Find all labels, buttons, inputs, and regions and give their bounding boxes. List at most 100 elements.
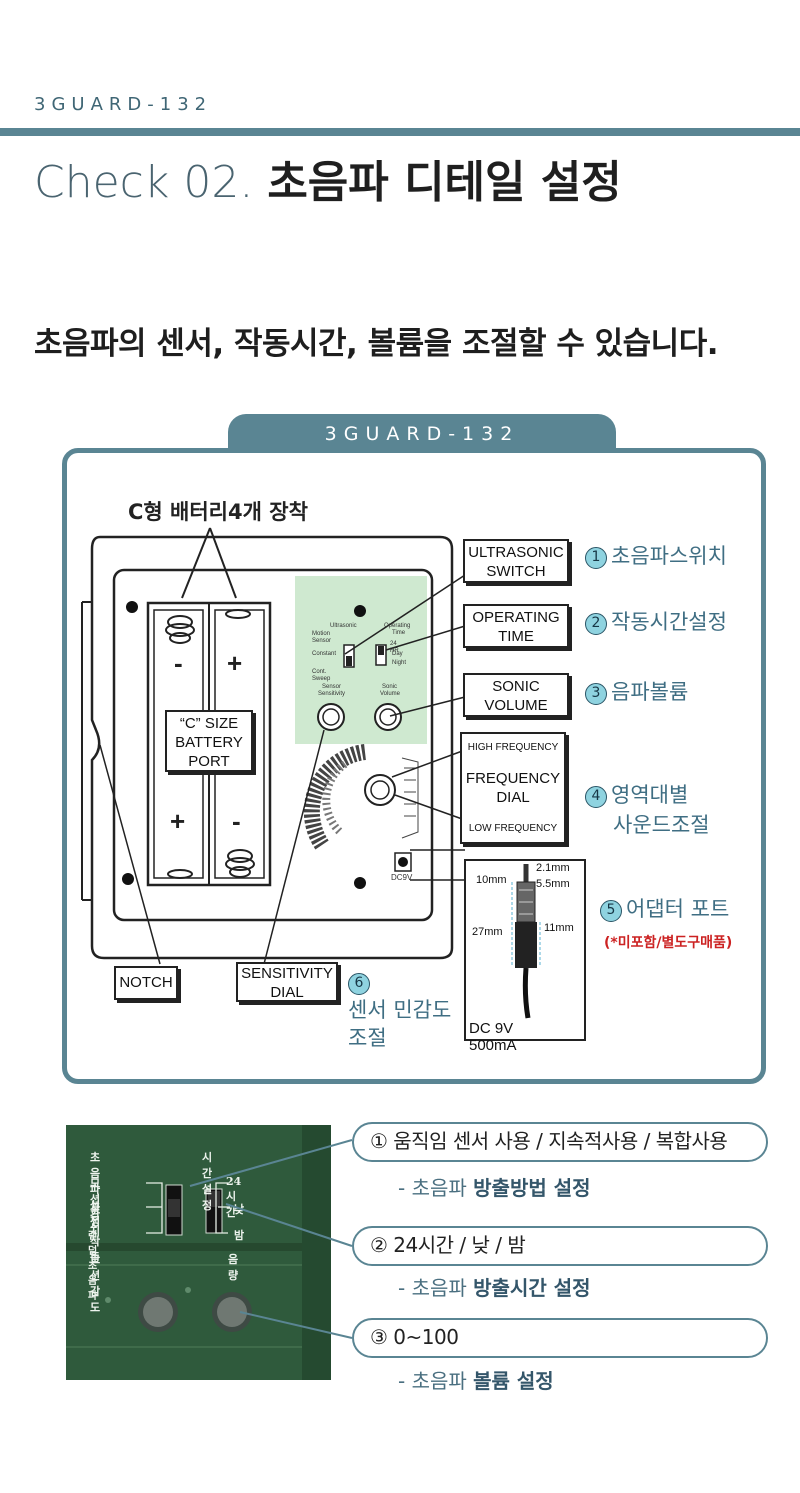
high-frequency-label: HIGH FREQUENCY: [467, 742, 559, 753]
callout-5-text: 어댑터 포트: [626, 897, 730, 921]
photo-motion-detect: 모션감지: [90, 1177, 101, 1238]
setting-sub-volume: - 초음파 볼륨 설정: [398, 1365, 554, 1394]
photo-day: 낮: [234, 1203, 245, 1216]
photo-time-setting: 시간설정: [202, 1151, 213, 1212]
setting-sub-time-prefix: - 초음파: [398, 1276, 474, 1300]
label-operating: Operating: [384, 623, 411, 629]
notch-label: NOTCH: [119, 974, 173, 991]
photo-random-ultrasonic: 랜덤 초음파: [88, 1231, 98, 1302]
label-sensor: Sensor: [312, 638, 332, 644]
battery-port-line1: “C” SIZE: [179, 715, 239, 732]
dim-2-1mm: 2.1mm: [536, 862, 570, 874]
label-dc9v: DC9V: [391, 873, 413, 882]
switch-panel-graphics: [66, 1125, 331, 1380]
switch-panel-photo: 초음파 설정 시간설정 모션감지 24시간 상시작동 낮 랜덤 초음파 밤 모션…: [66, 1125, 331, 1380]
battery-label: C형 배터리4개 장착: [128, 500, 308, 524]
header-divider: [0, 128, 800, 136]
adapter-spec: DC 9V 500mA: [469, 1020, 517, 1054]
dim-5-5mm: 5.5mm: [536, 878, 570, 890]
label-sonic: Sonic: [382, 684, 398, 690]
callout-3-text: 음파볼륨: [611, 680, 689, 704]
callout-6-line2: 조절: [348, 1026, 387, 1050]
frequency-dial-line1: FREQUENCY: [465, 770, 561, 787]
label-sensor-sens-2: Sensitivity: [318, 691, 346, 697]
title-main: 초음파 디테일 설정: [267, 157, 622, 208]
setting-sub-time: - 초음파 방출시간 설정: [398, 1272, 591, 1301]
setting-sub-volume-prefix: - 초음파: [398, 1369, 474, 1393]
dim-27mm: 27mm: [472, 926, 503, 938]
panel-tab: 3GUARD-132: [228, 414, 616, 454]
callout-3-badge: 3: [585, 683, 607, 705]
minus-sign-top: -: [174, 648, 183, 678]
label-volume: Volume: [380, 691, 401, 697]
photo-motion-sensitivity: 모션 감도: [90, 1253, 101, 1314]
photo-ultrasonic-setting: 초음파 설정: [90, 1151, 101, 1228]
page-subtitle: 초음파의 센서, 작동시간, 볼륨을 조절할 수 있습니다.: [34, 326, 719, 362]
callout-2-text: 작동시간설정: [611, 610, 727, 634]
callout-4-line2: 사운드조절: [613, 813, 710, 837]
callout-4-badge: 4: [585, 786, 607, 808]
plus-sign-bottom: +: [170, 806, 186, 836]
label-constant: Constant: [312, 651, 337, 657]
callout-6-badge: 6: [348, 973, 370, 995]
sonic-volume-box: SONIC VOLUME: [463, 673, 569, 717]
setting-pill-volume: ③ 0~100: [352, 1318, 768, 1358]
frequency-dial-box: HIGH FREQUENCY FREQUENCY DIAL LOW FREQUE…: [460, 732, 566, 844]
battery-port-line3: PORT: [188, 753, 230, 770]
dim-10mm: 10mm: [476, 874, 507, 886]
callout-4-line1: 영역대별: [611, 783, 689, 807]
sensitivity-dial-line1: SENSITIVITY: [241, 965, 333, 982]
sonic-volume-line1: SONIC: [492, 678, 540, 695]
dim-11mm: 11mm: [544, 922, 574, 934]
battery-port-line2: BATTERY: [175, 734, 243, 751]
title-check: Check 02.: [34, 157, 254, 208]
setting-sub-volume-bold: 볼륨 설정: [473, 1369, 554, 1393]
setting-sub-time-bold: 방출시간 설정: [473, 1276, 591, 1300]
operating-time-line2: TIME: [498, 628, 534, 645]
photo-volume: 음량: [228, 1253, 239, 1282]
photo-night: 밤: [234, 1229, 245, 1242]
sensitivity-dial-line2: DIAL: [270, 984, 304, 1001]
operating-time-line1: OPERATING: [472, 609, 560, 626]
callout-1-badge: 1: [585, 547, 607, 569]
ultrasonic-switch-line2: SWITCH: [486, 563, 546, 580]
setting-pill-mode: ① 움직임 센서 사용 / 지속적사용 / 복합사용: [352, 1122, 768, 1162]
notch-box: NOTCH: [114, 966, 178, 1000]
photo-24hr: 24시간: [226, 1175, 242, 1219]
adapter-note: (*미포함/별도구매품): [604, 935, 733, 951]
sensitivity-dial-box: SENSITIVITY DIAL: [236, 962, 338, 1002]
brand-label: 3GUARD-132: [34, 94, 213, 115]
callout-5-badge: 5: [600, 900, 622, 922]
plus-sign-top: +: [227, 648, 243, 678]
minus-sign-bottom: -: [232, 806, 241, 836]
setting-sub-mode-bold: 방출방법 설정: [473, 1176, 591, 1200]
callout-1-text: 초음파스위치: [611, 544, 727, 568]
setting-pill-time: ② 24시간 / 낮 / 밤: [352, 1226, 768, 1266]
label-sensor-sens-1: Sensor: [322, 684, 342, 690]
sonic-volume-line2: VOLUME: [484, 697, 548, 714]
frequency-dial-line2: DIAL: [496, 789, 530, 806]
label-motion: Motion: [312, 631, 331, 637]
callout-2-badge: 2: [585, 613, 607, 635]
setting-sub-mode-prefix: - 초음파: [398, 1176, 474, 1200]
callout-sensitivity: 6 센서 민감도 조절: [348, 968, 451, 1052]
label-night: Night: [392, 660, 407, 666]
label-24hr: 24 HR: [390, 641, 399, 654]
callout-6-line1: 센서 민감도: [348, 998, 452, 1022]
ultrasonic-switch-box: ULTRASONIC SWITCH: [463, 539, 569, 583]
label-time: Time: [392, 630, 406, 636]
ultrasonic-switch-line1: ULTRASONIC: [468, 544, 564, 561]
label-ultrasonic: Ultrasonic: [330, 623, 357, 629]
battery-port-label: “C” SIZE BATTERY PORT: [165, 710, 253, 772]
page-title: Check 02. 초음파 디테일 설정: [34, 146, 622, 210]
operating-time-box: OPERATING TIME: [463, 604, 569, 648]
label-day: Day: [392, 651, 403, 657]
setting-sub-mode: - 초음파 방출방법 설정: [398, 1172, 591, 1201]
label-cont-sweep: Cont. Sweep: [312, 669, 331, 682]
